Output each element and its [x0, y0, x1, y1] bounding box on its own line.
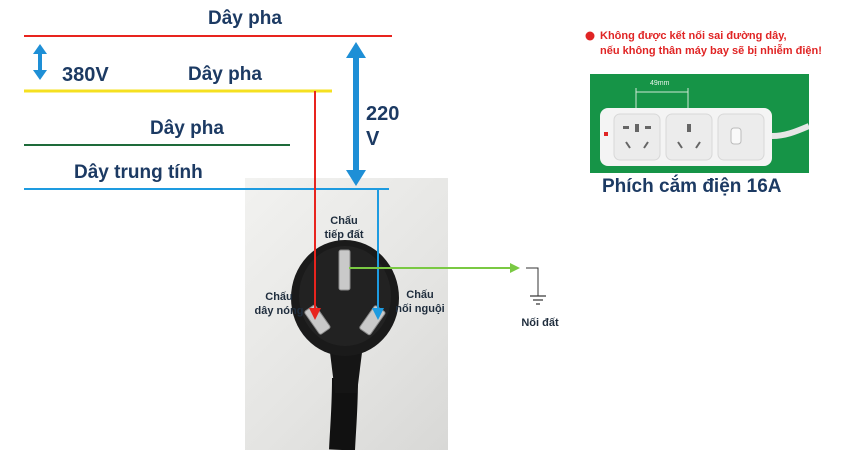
socket-2-slot-earth	[687, 124, 691, 132]
earth-pin	[338, 249, 351, 291]
earth-pin-label: Chấu tiếp đất	[318, 214, 370, 242]
earth-pin-label-line-1: Chấu	[330, 215, 358, 227]
earth-pin-label-line-2: tiếp đất	[324, 229, 364, 241]
power-strip-photo	[590, 74, 811, 173]
power-strip-cord	[771, 123, 811, 139]
socket-1-slot-left	[623, 126, 629, 129]
ground-wire	[526, 267, 539, 296]
voltage-220-label: 220	[366, 103, 400, 125]
neutral-pin-label-line-1: Chấu	[406, 289, 434, 301]
warning-text: Không được kết nối sai đường dây, nếu kh…	[600, 29, 822, 59]
voltage-220-unit: V	[366, 128, 380, 150]
neutral-pin-label: Chấu nối nguội	[392, 288, 448, 316]
socket-1-pin-left	[625, 141, 631, 149]
warning-line-2: nếu không thân máy bay sẽ bị nhiễm điện!	[600, 45, 822, 57]
live-pin-label-line-2: dây nóng	[254, 305, 304, 317]
socket-1-slot-right	[645, 126, 651, 129]
earth-line-arrowhead	[510, 263, 520, 273]
arrow-380v-head-down	[33, 70, 47, 80]
power-switch-rocker	[730, 127, 742, 145]
power-strip-illustration	[600, 88, 811, 166]
socket-2	[665, 113, 713, 161]
socket-1	[613, 113, 661, 161]
socket-1-pin-right	[643, 141, 649, 149]
socket-2-pin-left	[677, 141, 683, 149]
plug-photo	[245, 178, 448, 451]
warning-line-1: Không được kết nối sai đường dây,	[600, 30, 787, 42]
arrow-380v-head-up	[33, 44, 47, 54]
warning-bullet-icon	[585, 31, 595, 41]
phase-2-label: Dây pha	[188, 64, 262, 85]
arrow-220v-head-down	[346, 170, 366, 186]
neutral-label: Dây trung tính	[74, 162, 203, 183]
arrow-220v-head-up	[346, 42, 366, 58]
dimension-label: 49mm	[650, 80, 670, 87]
neutral-drop-arrowhead	[372, 308, 384, 320]
phase-3-label: Dây pha	[150, 118, 224, 139]
socket-2-pin-right	[695, 141, 701, 149]
socket-1-slot-earth	[635, 124, 639, 132]
live-pin-label: Chấu dây nóng	[250, 290, 308, 318]
neutral-pin-label-line-2: nối nguội	[395, 303, 445, 315]
live-drop-arrowhead	[309, 308, 321, 320]
ground-label: Nối đất	[521, 317, 559, 329]
live-pin-label-line-1: Chấu	[265, 291, 293, 303]
product-caption: Phích cắm điện 16A	[602, 176, 782, 197]
voltage-380-label: 380V	[62, 64, 109, 86]
phase-1-label: Dây pha	[208, 8, 282, 29]
power-indicator-icon	[604, 132, 608, 136]
